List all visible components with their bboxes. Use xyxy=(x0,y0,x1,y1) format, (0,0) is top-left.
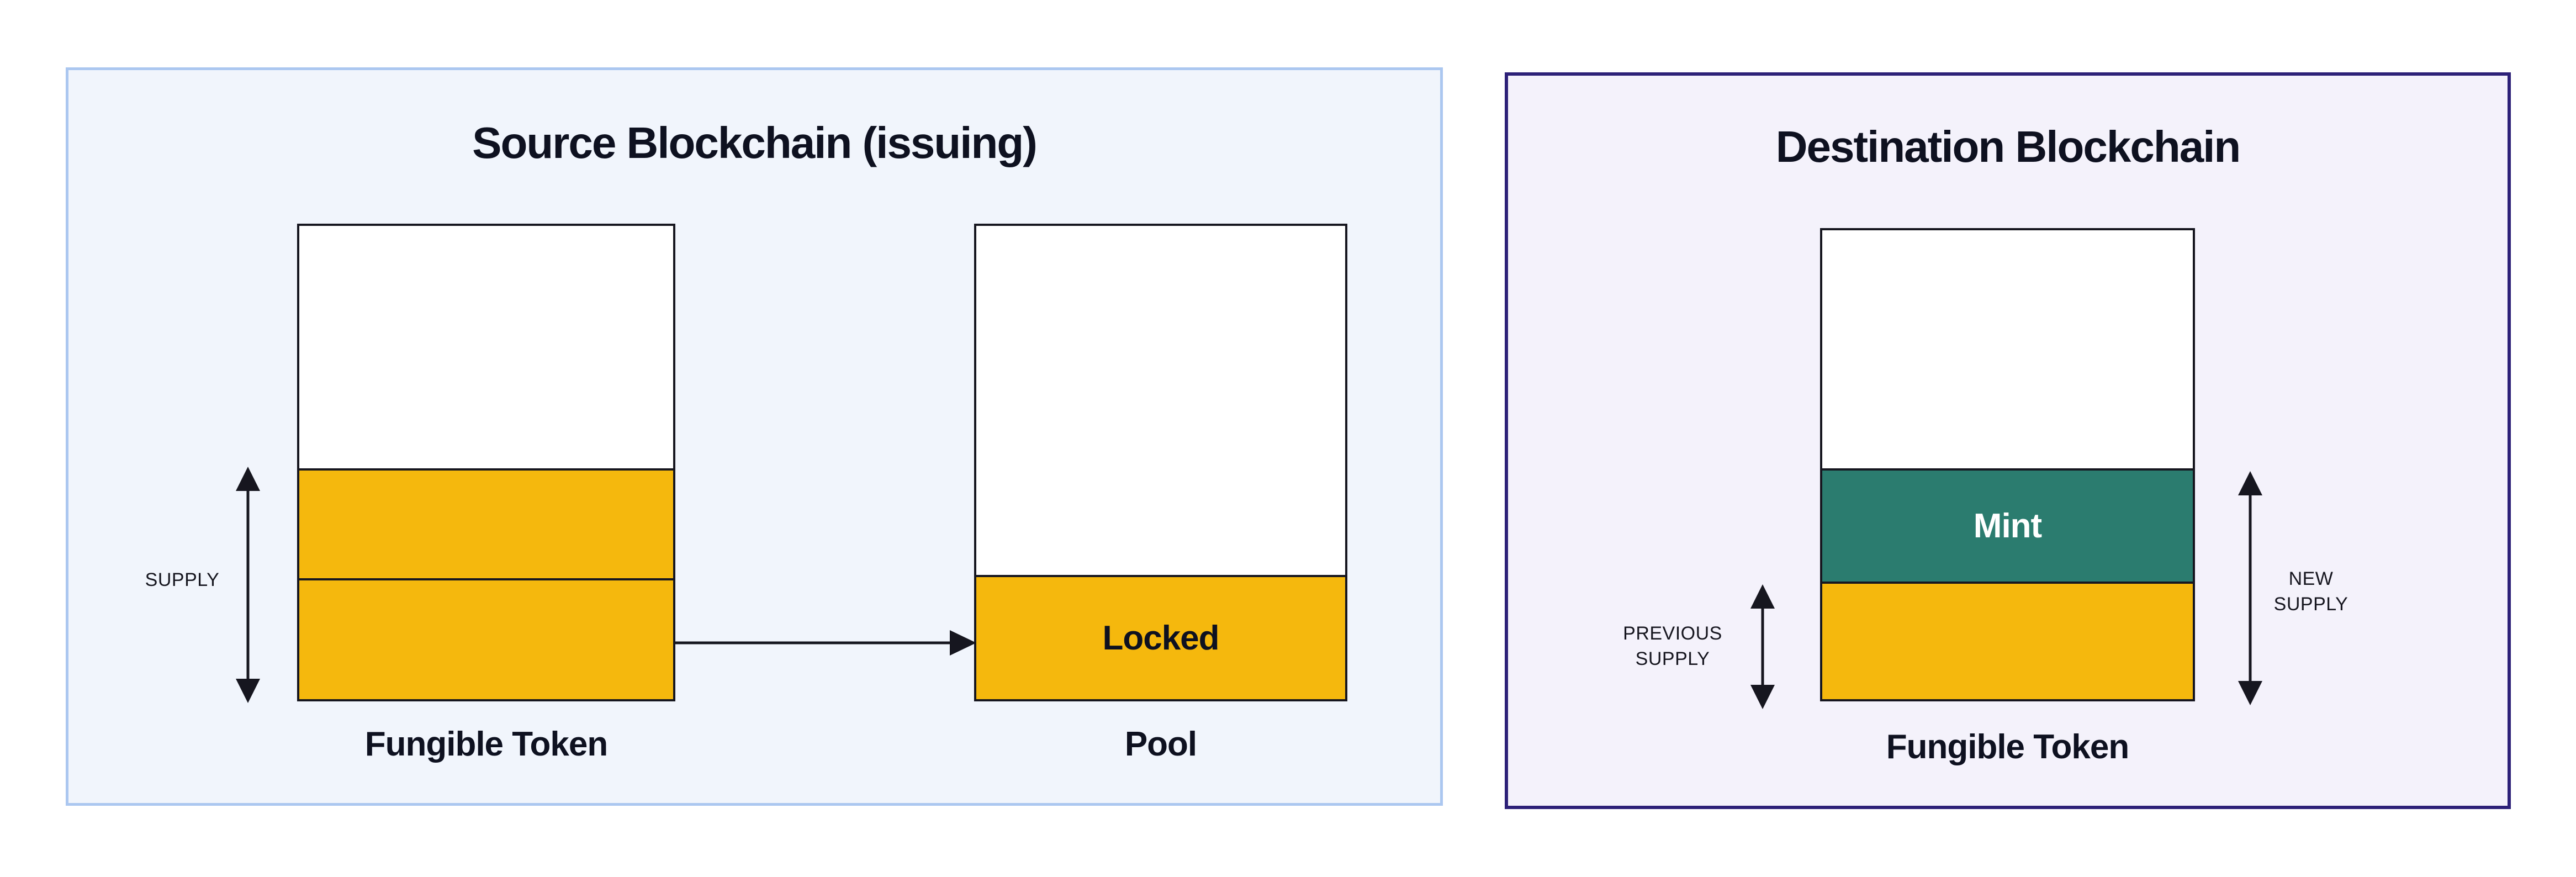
pool-box: Locked xyxy=(974,224,1347,701)
pool-caption: Pool xyxy=(1124,725,1197,763)
pool-locked-section: Locked xyxy=(976,575,1345,699)
previous-supply-label: PREVIOUS SUPPLY xyxy=(1576,621,1769,672)
new-supply-label-line2: SUPPLY xyxy=(2273,594,2348,615)
destination-token-previous-supply-section xyxy=(1822,582,2193,699)
destination-fungible-token-box: Mint xyxy=(1820,228,2195,701)
source-fungible-token-box xyxy=(297,224,675,701)
source-blockchain-panel: Source Blockchain (issuing) SUPPLY Fungi… xyxy=(66,67,1443,806)
new-supply-label: NEW SUPPLY xyxy=(2228,566,2394,617)
new-supply-label-line1: NEW xyxy=(2288,568,2334,589)
source-token-caption: Fungible Token xyxy=(364,725,609,763)
source-token-unissued-section xyxy=(299,226,673,468)
destination-token-unissued-section xyxy=(1822,230,2193,468)
pool-empty-section xyxy=(976,226,1345,575)
source-token-supply-upper-section xyxy=(299,468,673,578)
previous-supply-label-line2: SUPPLY xyxy=(1635,648,1710,669)
destination-token-caption: Fungible Token xyxy=(1886,728,2130,766)
destination-panel-title: Destination Blockchain xyxy=(1775,122,2241,171)
supply-label: SUPPLY xyxy=(145,569,220,590)
previous-supply-range-arrow-icon xyxy=(1745,584,1780,709)
destination-blockchain-panel: Destination Blockchain Mint PREVIOUS SUP… xyxy=(1505,72,2511,809)
lock-transfer-arrow-icon xyxy=(675,630,976,656)
supply-range-arrow-icon xyxy=(230,467,266,703)
source-token-supply-lower-section xyxy=(299,578,673,699)
new-supply-range-arrow-icon xyxy=(2233,471,2268,705)
previous-supply-label-line1: PREVIOUS xyxy=(1623,623,1722,644)
source-panel-title: Source Blockchain (issuing) xyxy=(472,118,1038,167)
destination-token-mint-section: Mint xyxy=(1822,468,2193,582)
